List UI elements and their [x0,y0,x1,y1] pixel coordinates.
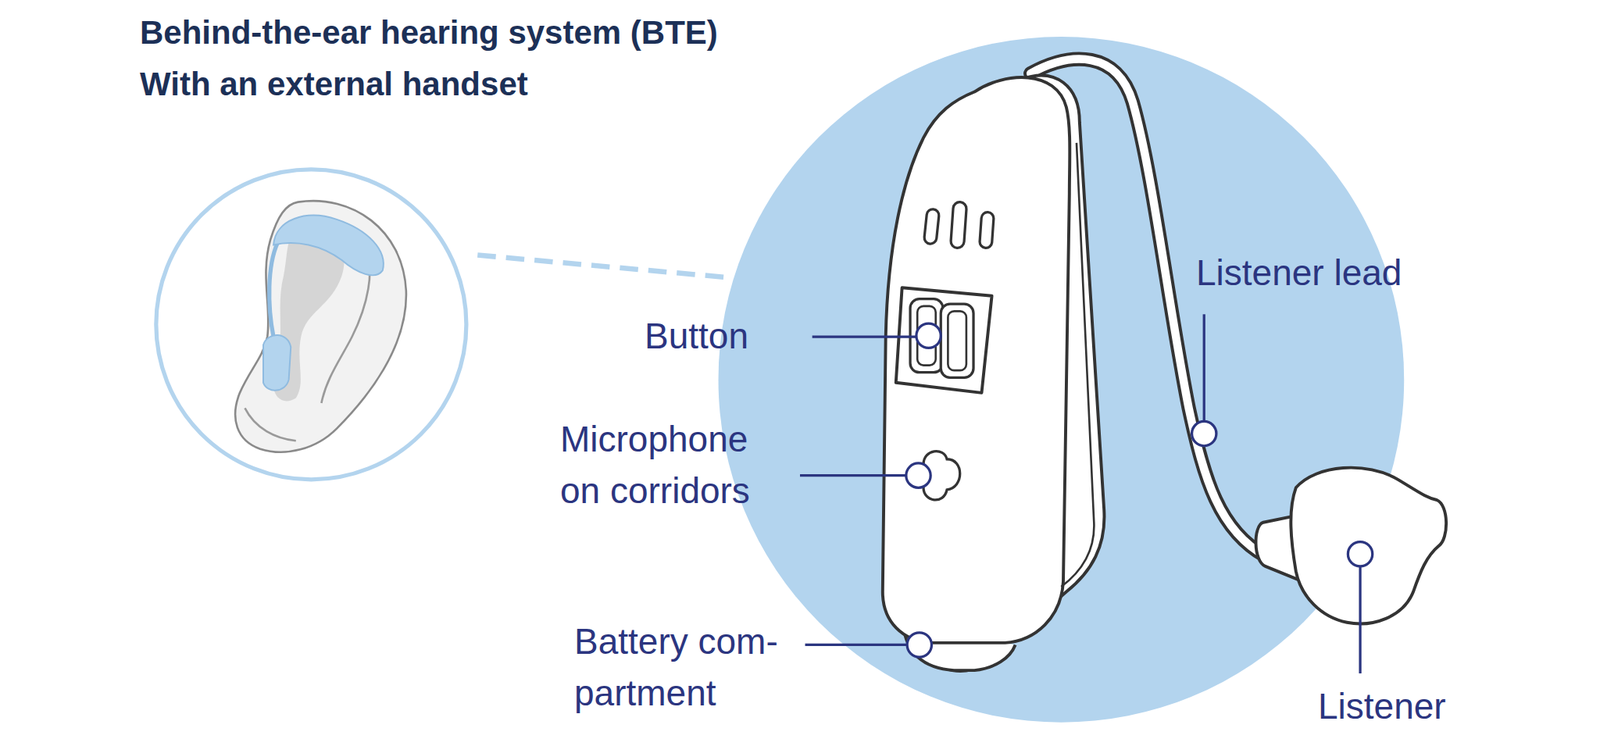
leader-dot [906,463,931,488]
button-panel [896,287,993,393]
vent-slot [923,208,940,245]
vent-slot [979,211,995,249]
leader-dot [907,632,932,658]
diagram-title: Behind-the-ear hearing system (BTE) With… [139,7,758,111]
ear-device [273,215,384,276]
rocker-switch [940,303,974,378]
part-label: Button [644,310,793,362]
vent-slot [950,201,968,249]
ear-lobe [244,407,296,441]
leader-line [800,474,907,477]
ear-tube [269,242,279,337]
leader-dot [916,323,941,348]
illustration-group [156,36,1447,723]
ear-outline [235,200,407,453]
earpiece [1290,467,1447,625]
part-label: Listener [1317,680,1553,733]
ear-earpiece [263,335,291,391]
dashed-pointer [477,255,729,279]
rocker-switch [910,299,943,373]
leader-line [805,643,908,647]
leader-line [1203,314,1206,422]
leaders [800,314,1373,674]
leader-dot [1192,421,1217,446]
part-label: Battery com- partment [574,615,795,719]
part-label: Listener lead [1196,246,1509,299]
inset-circle [156,169,467,480]
background-disc [718,36,1405,723]
housing-front [882,77,1071,643]
part-label: Microphone on corridors [560,413,765,517]
leader-line [1358,566,1361,674]
rocker-switch [947,310,967,371]
leader-line [812,335,917,338]
leader-dot [1347,542,1372,567]
housing-edge [1060,142,1094,587]
